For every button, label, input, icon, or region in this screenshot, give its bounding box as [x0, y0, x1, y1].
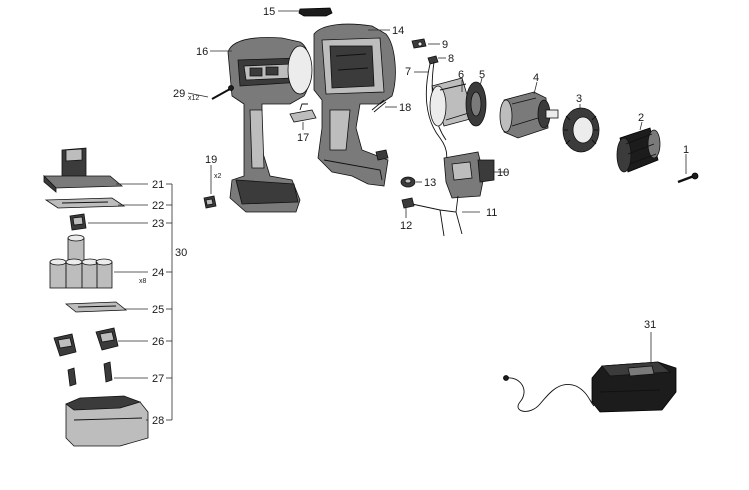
part-22-insulator	[44, 197, 126, 209]
callout-3: 3	[576, 93, 582, 105]
callout-21: 21	[152, 179, 164, 191]
part-26-latch	[53, 327, 119, 357]
part-3-clutch-ring	[562, 107, 600, 153]
callout-22: 22	[152, 200, 164, 212]
callout-18: 18	[399, 102, 411, 114]
part-18-spring	[371, 99, 387, 113]
callout-31: 31	[644, 319, 656, 331]
part-16-left-housing	[227, 37, 313, 213]
callout-25: 25	[152, 304, 164, 316]
part-10-switch	[443, 151, 495, 199]
callout-9: 9	[442, 39, 448, 51]
part-6-motor	[429, 77, 475, 127]
callout-14: 14	[392, 25, 404, 37]
callout-24: 24	[152, 267, 164, 279]
part-24-battery-cells	[49, 234, 113, 289]
callout-15: 15	[263, 6, 275, 18]
part-31-charger	[503, 361, 677, 413]
part-29-screw	[211, 85, 234, 100]
callout-28: 28	[152, 415, 164, 427]
callout-11: 11	[486, 207, 497, 219]
part-19-clip	[203, 195, 217, 209]
part-23-terminal	[69, 213, 87, 231]
part-13-led	[400, 176, 416, 188]
part-2-chuck	[616, 127, 661, 173]
part-14-right-housing	[313, 23, 396, 187]
part-17-plate	[289, 103, 317, 123]
callout-17: 17	[297, 132, 309, 144]
part-5-motor-cap	[465, 81, 487, 127]
callout-10: 10	[497, 167, 509, 179]
part-15-top-cap	[298, 7, 333, 17]
callout-16: 16	[196, 46, 208, 58]
part-1-chuck-screw	[677, 172, 699, 184]
callout-30-bracket	[166, 183, 173, 421]
callout-19: 19	[205, 154, 217, 166]
callout-29: 29	[173, 88, 185, 100]
part-11-forward-reverse	[411, 195, 463, 237]
part-8-terminal	[427, 55, 439, 65]
callout-30: 30	[175, 247, 187, 259]
callout-1: 1	[683, 144, 689, 156]
callout-2: 2	[638, 112, 644, 124]
part-9-connector	[411, 38, 427, 49]
part-4-gearbox	[499, 91, 559, 139]
part-21-battery-top	[43, 147, 124, 193]
callout-12: 12	[400, 220, 412, 232]
callout-13: 13	[424, 177, 436, 189]
callout-27: 27	[152, 373, 164, 385]
part-housing-clip	[375, 149, 389, 161]
callout-26: 26	[152, 336, 164, 348]
callout-5: 5	[479, 69, 485, 81]
callout-24-qty: x8	[139, 278, 147, 285]
part-28-battery-case	[65, 395, 149, 447]
callout-4: 4	[533, 72, 539, 84]
callout-23: 23	[152, 218, 164, 230]
part-12-bracket	[401, 197, 415, 209]
callout-19-qty: x2	[214, 173, 222, 180]
part-25-insulator	[64, 301, 128, 313]
callout-6: 6	[458, 69, 464, 81]
callout-7: 7	[405, 66, 411, 78]
part-27-spring	[67, 361, 113, 387]
callout-29-qty: x12	[188, 95, 199, 102]
callout-8: 8	[448, 53, 454, 65]
